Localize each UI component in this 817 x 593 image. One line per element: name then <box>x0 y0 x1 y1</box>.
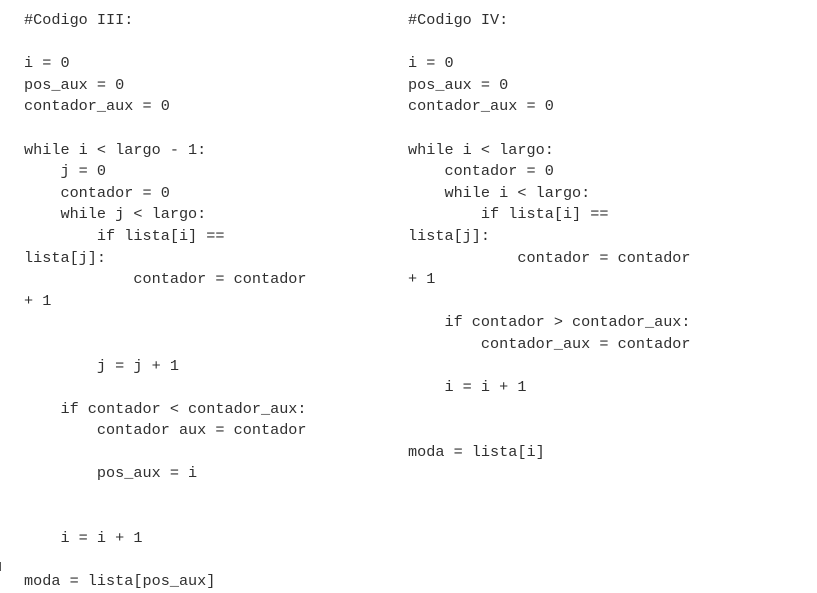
code-line: #Codigo III: <box>24 11 134 29</box>
code-line: pos_aux = 0 <box>24 75 125 94</box>
code-line: moda = lista[pos_aux] <box>24 572 216 591</box>
code-line <box>408 32 691 54</box>
code-block-iv: #Codigo IV: i = 0 pos_aux = 0 contador_aux … <box>408 10 691 463</box>
code-line <box>24 334 307 356</box>
code-line: if contador > contador_aux: <box>408 313 691 332</box>
code-line: contador = contador <box>24 270 307 289</box>
code-line: contador = 0 <box>408 162 554 181</box>
code-line: while i < largo: <box>408 183 591 202</box>
edge-tick <box>0 562 1 571</box>
code-line <box>24 377 307 399</box>
code-line <box>24 485 307 507</box>
code-line <box>408 118 691 140</box>
code-line: contador = contador <box>408 248 691 267</box>
text-selection-highlight <box>334 404 344 419</box>
code-line <box>24 32 307 54</box>
code-line: pos_aux = 0 <box>408 75 509 94</box>
code-line <box>24 118 307 140</box>
code-line <box>408 356 691 378</box>
code-line <box>24 312 307 334</box>
code-line: contador = 0 <box>24 183 170 202</box>
code-line: + 1 <box>24 291 52 310</box>
code-block-iii: #Codigo III: i = 0 pos_aux = 0 contador_aux… <box>24 10 307 593</box>
code-line <box>408 399 691 421</box>
code-line: i = 0 <box>24 54 70 73</box>
code-line: j = j + 1 <box>24 356 179 375</box>
code-line <box>24 507 307 529</box>
code-line: lista[j]: <box>24 248 107 267</box>
code-line <box>24 550 307 572</box>
code-line <box>24 442 307 464</box>
code-line: contador_aux = 0 <box>24 97 170 116</box>
code-line: i = 0 <box>408 54 454 73</box>
code-line: i = i + 1 <box>408 378 527 397</box>
code-line: contador aux = contador <box>24 421 307 440</box>
code-line: lista[j]: <box>408 226 491 245</box>
code-line: contador_aux = contador <box>408 334 691 353</box>
code-line: if contador < contador_aux: <box>24 399 307 418</box>
code-line: if lista[i] == <box>24 226 225 245</box>
code-line: j = 0 <box>24 162 107 181</box>
code-line: while i < largo: <box>408 140 554 159</box>
code-line: if lista[i] == <box>408 205 609 224</box>
code-line: i = i + 1 <box>24 529 143 548</box>
code-line: while j < largo: <box>24 205 207 224</box>
code-line: contador_aux = 0 <box>408 97 554 116</box>
code-line: #Codigo IV: <box>408 11 509 29</box>
code-line <box>408 291 691 313</box>
code-line: + 1 <box>408 270 436 289</box>
code-line: pos_aux = i <box>24 464 198 483</box>
code-line <box>408 420 691 442</box>
code-line: while i < largo - 1: <box>24 140 207 159</box>
code-line: moda = lista[i] <box>408 442 545 461</box>
